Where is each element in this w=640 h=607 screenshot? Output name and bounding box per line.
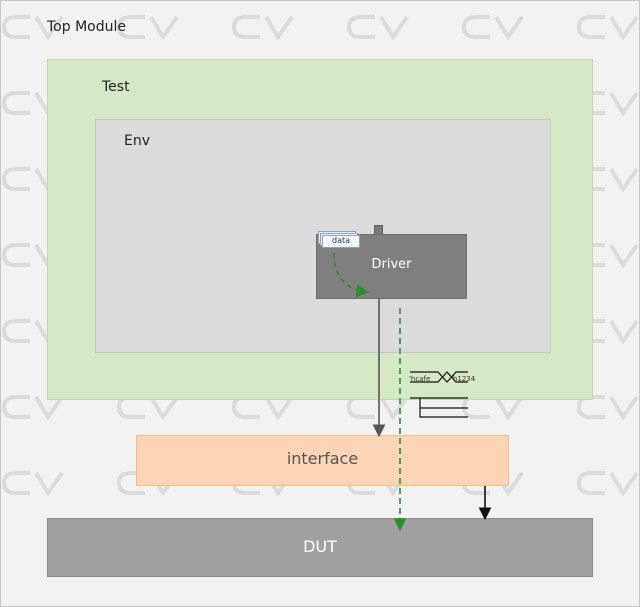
- interface-box: [136, 435, 509, 486]
- data-item-card: [322, 235, 360, 248]
- top-module-label: Top Module: [47, 19, 126, 35]
- waveform-value-1: 'hcafe: [409, 375, 431, 383]
- waveform-value-2: 'h1234: [451, 375, 476, 383]
- driver-label: Driver: [371, 257, 412, 272]
- test-label: Test: [102, 79, 130, 95]
- dut-label: DUT: [303, 537, 337, 556]
- env-label: Env: [124, 133, 151, 149]
- dut-box: [47, 518, 593, 577]
- interface-label: interface: [286, 449, 359, 468]
- data-item-label: data: [331, 236, 351, 245]
